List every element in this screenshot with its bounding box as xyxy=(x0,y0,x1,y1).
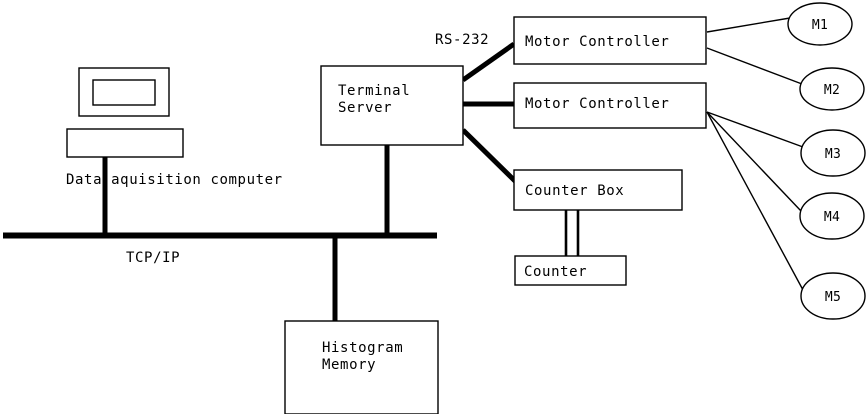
node-histogram-memory[interactable]: Histogram Memory xyxy=(284,320,439,414)
link-motor-controller-2-to-m3 xyxy=(706,111,804,148)
node-motor-controller-1[interactable]: Motor Controller xyxy=(513,16,707,65)
counter-label: Counter xyxy=(524,264,587,280)
motor-m5-ellipse xyxy=(800,272,866,320)
motor-m4-label: M4 xyxy=(824,210,840,225)
node-motor-m5[interactable]: M5 xyxy=(800,272,866,320)
motor-m2-ellipse xyxy=(799,67,865,111)
counter-box-outline xyxy=(514,255,627,286)
histogram-memory-box xyxy=(284,320,439,414)
data-acquisition-computer-label: Data aquisition computer xyxy=(66,172,283,188)
motor-m5-label: M5 xyxy=(825,290,841,305)
counter-box-label: Counter Box xyxy=(525,183,624,199)
node-data-acquisition-computer[interactable]: Data aquisition computer xyxy=(66,67,283,188)
node-motor-m4[interactable]: M4 xyxy=(799,192,865,240)
motor-m3-label: M3 xyxy=(825,147,841,162)
node-motor-m2[interactable]: M2 xyxy=(799,67,865,111)
motor-m3-ellipse xyxy=(800,129,866,177)
motor-controller-1-label: Motor Controller xyxy=(525,34,669,50)
motor-m2-label: M2 xyxy=(824,83,840,98)
node-counter[interactable]: Counter xyxy=(514,255,627,286)
terminal-server-box xyxy=(320,65,464,146)
link-motor-controller-1-to-m2 xyxy=(706,47,803,85)
link-motor-controller-2-to-m4 xyxy=(706,111,802,212)
motor-controller-2-box xyxy=(513,82,707,129)
monitor-screen-icon xyxy=(92,79,156,106)
rs232-edge-label: RS-232 xyxy=(435,32,489,48)
node-motor-m3[interactable]: M3 xyxy=(800,129,866,177)
link-motor-controller-1-to-m1 xyxy=(706,17,791,33)
motor-m4-ellipse xyxy=(799,192,865,240)
link-motor-controller-2-to-m5 xyxy=(706,111,804,291)
node-terminal-server[interactable]: Terminal Server xyxy=(320,65,464,146)
counter-box-box xyxy=(513,169,683,211)
histogram-memory-label-line1: Histogram xyxy=(322,340,403,356)
motor-m1-ellipse xyxy=(787,2,853,46)
tcpip-edge-label: TCP/IP xyxy=(126,250,180,266)
motor-m1-label: M1 xyxy=(812,18,828,33)
link-terminal-server-to-counter-box xyxy=(461,128,519,185)
node-motor-m1[interactable]: M1 xyxy=(787,2,853,46)
link-terminal-server-to-motor-controller-1 xyxy=(461,41,516,83)
node-counter-box[interactable]: Counter Box xyxy=(513,169,683,211)
node-motor-controller-2[interactable]: Motor Controller xyxy=(513,82,707,129)
histogram-memory-label-line2: Memory xyxy=(322,357,376,373)
motor-controller-2-label: Motor Controller xyxy=(525,96,669,112)
terminal-server-label-line1: Terminal xyxy=(338,83,410,99)
motor-controller-1-box xyxy=(513,16,707,65)
computer-base-icon xyxy=(66,128,184,158)
terminal-server-label-line2: Server xyxy=(338,100,392,116)
